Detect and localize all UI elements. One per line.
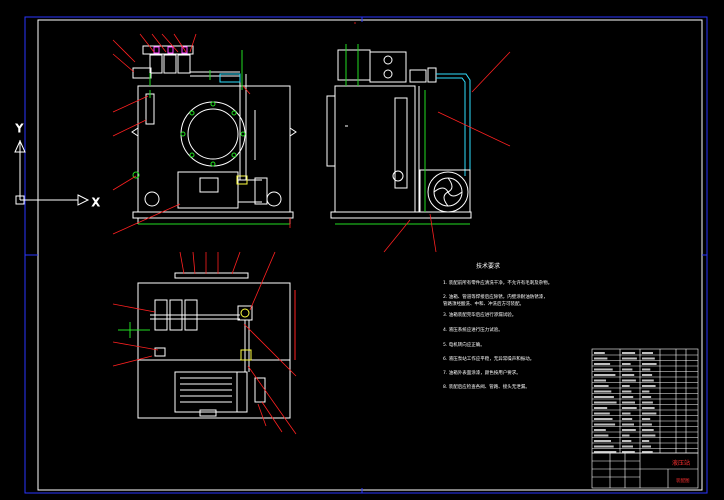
bom-cell-mark bbox=[594, 379, 606, 382]
bom-cell-mark bbox=[642, 401, 653, 404]
bom-cell-mark bbox=[594, 352, 605, 354]
bom-cell-mark bbox=[594, 451, 617, 453]
bom-cell-mark bbox=[622, 451, 635, 453]
bom-cell-mark bbox=[594, 374, 616, 376]
bom-cell-mark bbox=[594, 434, 609, 437]
bom-cell-mark bbox=[642, 434, 656, 437]
bom-cell-mark bbox=[622, 357, 637, 360]
bom-cell-mark bbox=[594, 440, 611, 442]
ucs-x-label: X bbox=[92, 196, 100, 209]
bom-cell-mark bbox=[622, 440, 632, 442]
drawing-frame bbox=[24, 16, 708, 494]
bom-cell-mark bbox=[622, 412, 631, 415]
bom-cell-mark bbox=[594, 390, 612, 393]
bom-cell-mark bbox=[642, 352, 653, 354]
bom-cell-mark bbox=[594, 412, 610, 415]
bom-cell-mark bbox=[594, 396, 614, 398]
title-block: 液压站 装配图 bbox=[591, 452, 699, 489]
bom-cell-mark bbox=[622, 445, 633, 448]
bom-cell-mark bbox=[594, 429, 606, 431]
bom-cell-mark bbox=[642, 363, 657, 365]
top-tank-outline bbox=[137, 282, 291, 419]
bom-cell-mark bbox=[642, 418, 651, 420]
bom-cell-mark bbox=[594, 445, 614, 448]
top-view-leaders bbox=[112, 251, 297, 435]
bom-cell-mark bbox=[622, 429, 636, 431]
bom-cell-mark bbox=[642, 451, 653, 453]
bom-cell-mark bbox=[594, 357, 608, 360]
note-line-3: 管路须经酸洗、中和、冲洗后方可装配。 bbox=[443, 300, 524, 307]
inspection-cover-inner bbox=[187, 108, 239, 160]
bom-cell-mark bbox=[622, 385, 630, 387]
front-view bbox=[131, 45, 297, 225]
bom-fill-marks bbox=[594, 352, 657, 453]
bom-cell-mark bbox=[622, 401, 635, 404]
bom-cell-mark bbox=[622, 423, 634, 426]
front-tank-base bbox=[132, 211, 294, 219]
side-tank-body bbox=[334, 85, 416, 213]
fan-cover bbox=[427, 171, 469, 213]
note-line-7: 6. 液压泵站工作应平稳，无异常噪声和振动。 bbox=[443, 355, 534, 362]
outer-border bbox=[24, 16, 708, 494]
technical-notes: 技术要求 1. 装配前所有零件应清洗干净，不允许有毛刺及杂物。 2. 油箱、管道… bbox=[443, 262, 552, 390]
title-block-drawing-name: 液压站 bbox=[672, 459, 690, 467]
ucs-y-label: Y bbox=[15, 122, 23, 135]
bom-cell-mark bbox=[622, 418, 633, 420]
bom-cell-mark bbox=[622, 396, 634, 398]
note-line-9: 8. 装配后应检查各阀、管路、接头无泄漏。 bbox=[443, 383, 530, 390]
bom-cell-mark bbox=[622, 407, 637, 409]
bom-cell-mark bbox=[642, 445, 651, 448]
bom-cell-mark bbox=[594, 407, 608, 409]
side-view bbox=[326, 44, 472, 225]
note-line-5: 4. 液压系统应进行压力试验。 bbox=[443, 326, 503, 333]
front-valve-stack bbox=[132, 45, 241, 86]
bom-cell-mark bbox=[642, 385, 656, 387]
bom-cell-mark bbox=[622, 374, 635, 376]
bom-cell-mark bbox=[642, 396, 652, 398]
note-line-6: 5. 电机转向应正确。 bbox=[443, 341, 485, 348]
bom-cell-mark bbox=[594, 368, 613, 371]
bom-cell-mark bbox=[594, 363, 611, 365]
note-line-2: 2. 油箱、管道等焊接后应除锈，内壁涂耐油防锈漆， bbox=[443, 293, 548, 300]
level-gauge bbox=[145, 93, 155, 125]
bom-cell-mark bbox=[594, 423, 616, 426]
bom-cell-mark bbox=[622, 434, 630, 437]
bom-cell-mark bbox=[642, 357, 655, 360]
note-line-4: 3. 油箱装配完毕后应进行渗漏试验。 bbox=[443, 311, 516, 318]
front-motor bbox=[177, 171, 239, 209]
ucs-icon: X Y bbox=[14, 122, 101, 210]
bom-cell-mark bbox=[642, 379, 654, 382]
bom-cell-mark bbox=[642, 374, 653, 376]
bom-cell-mark bbox=[642, 440, 650, 442]
title-block-sub-label: 装配图 bbox=[676, 477, 690, 484]
front-view-leaders bbox=[112, 33, 291, 235]
notes-title: 技术要求 bbox=[476, 262, 500, 270]
bom-cell-mark bbox=[622, 390, 632, 393]
note-line-8: 7. 油箱外表面涂漆，颜色按用户要求。 bbox=[443, 369, 521, 376]
bom-cell-mark bbox=[594, 418, 613, 420]
bom-cell-mark bbox=[642, 423, 652, 426]
note-line-1: 1. 装配前所有零件应清洗干净，不允许有毛刺及杂物。 bbox=[443, 279, 552, 286]
bom-cell-mark bbox=[642, 368, 651, 371]
bom-cell-mark bbox=[622, 379, 636, 382]
bom-cell-mark bbox=[642, 429, 654, 431]
side-view-leaders bbox=[354, 22, 511, 253]
cover-bolts bbox=[180, 101, 246, 167]
bom-cell-mark bbox=[642, 390, 650, 393]
bom-cell-mark bbox=[642, 412, 657, 415]
bom-cell-mark bbox=[622, 352, 636, 354]
top-view bbox=[118, 272, 296, 419]
bom-cell-mark bbox=[594, 401, 617, 404]
bom-cell-mark bbox=[622, 368, 633, 371]
bom-cell-mark bbox=[622, 363, 631, 365]
bom-cell-mark bbox=[594, 385, 609, 387]
bom-cell-mark bbox=[642, 407, 655, 409]
